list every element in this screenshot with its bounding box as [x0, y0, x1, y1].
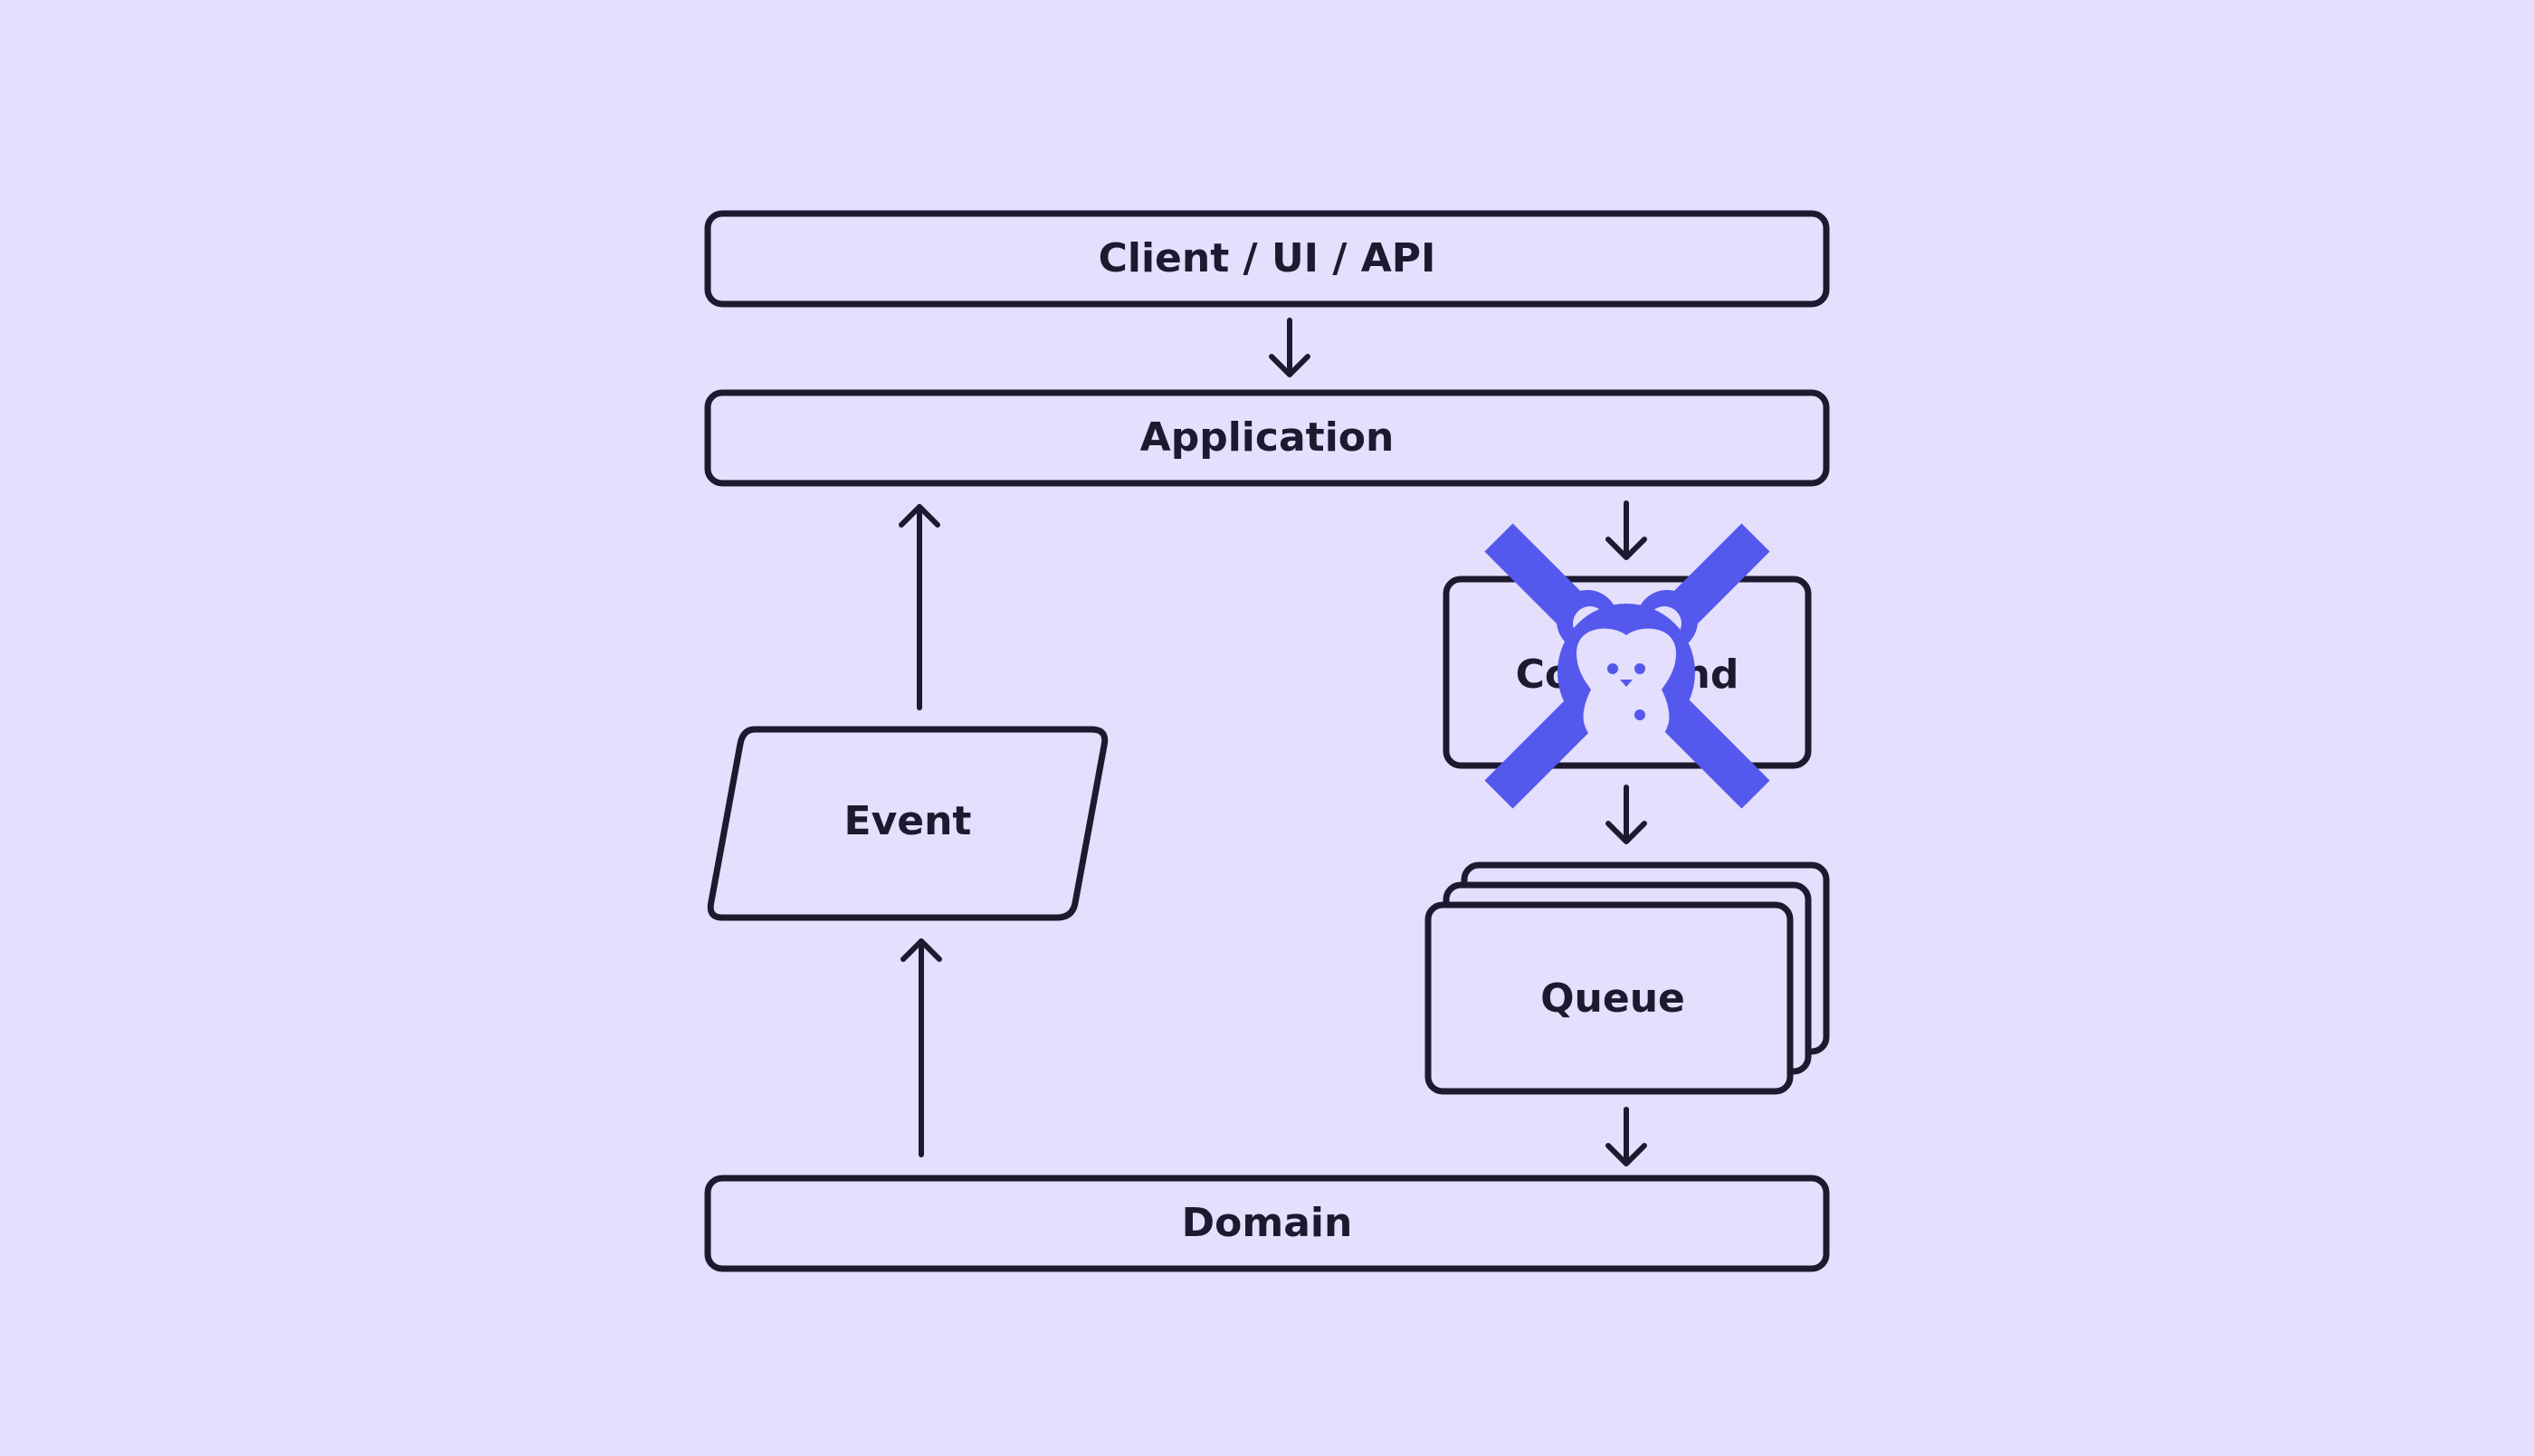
arrow-application-to-command [1605, 500, 1647, 560]
queue-card-front [1424, 901, 1794, 1095]
domain-box: Domain [704, 1175, 1830, 1272]
arrow-command-to-queue [1605, 785, 1647, 844]
application-box: Application [704, 389, 1830, 487]
queue-stack: Queue [1424, 861, 1830, 1095]
event-label: Event [844, 798, 972, 844]
arrow-domain-to-event [900, 938, 942, 1157]
monkey-icon [1557, 590, 1698, 753]
queue-label: Queue [1540, 975, 1685, 1022]
application-label: Application [1140, 414, 1395, 461]
arrow-client-to-application [1269, 318, 1310, 377]
domain-label: Domain [1182, 1200, 1353, 1246]
arrow-queue-to-domain [1605, 1107, 1647, 1166]
event-box: Event [707, 726, 1109, 921]
arrow-event-to-application [899, 504, 940, 710]
client-label: Client / UI / API [1099, 235, 1436, 281]
client-box: Client / UI / API [704, 210, 1830, 308]
